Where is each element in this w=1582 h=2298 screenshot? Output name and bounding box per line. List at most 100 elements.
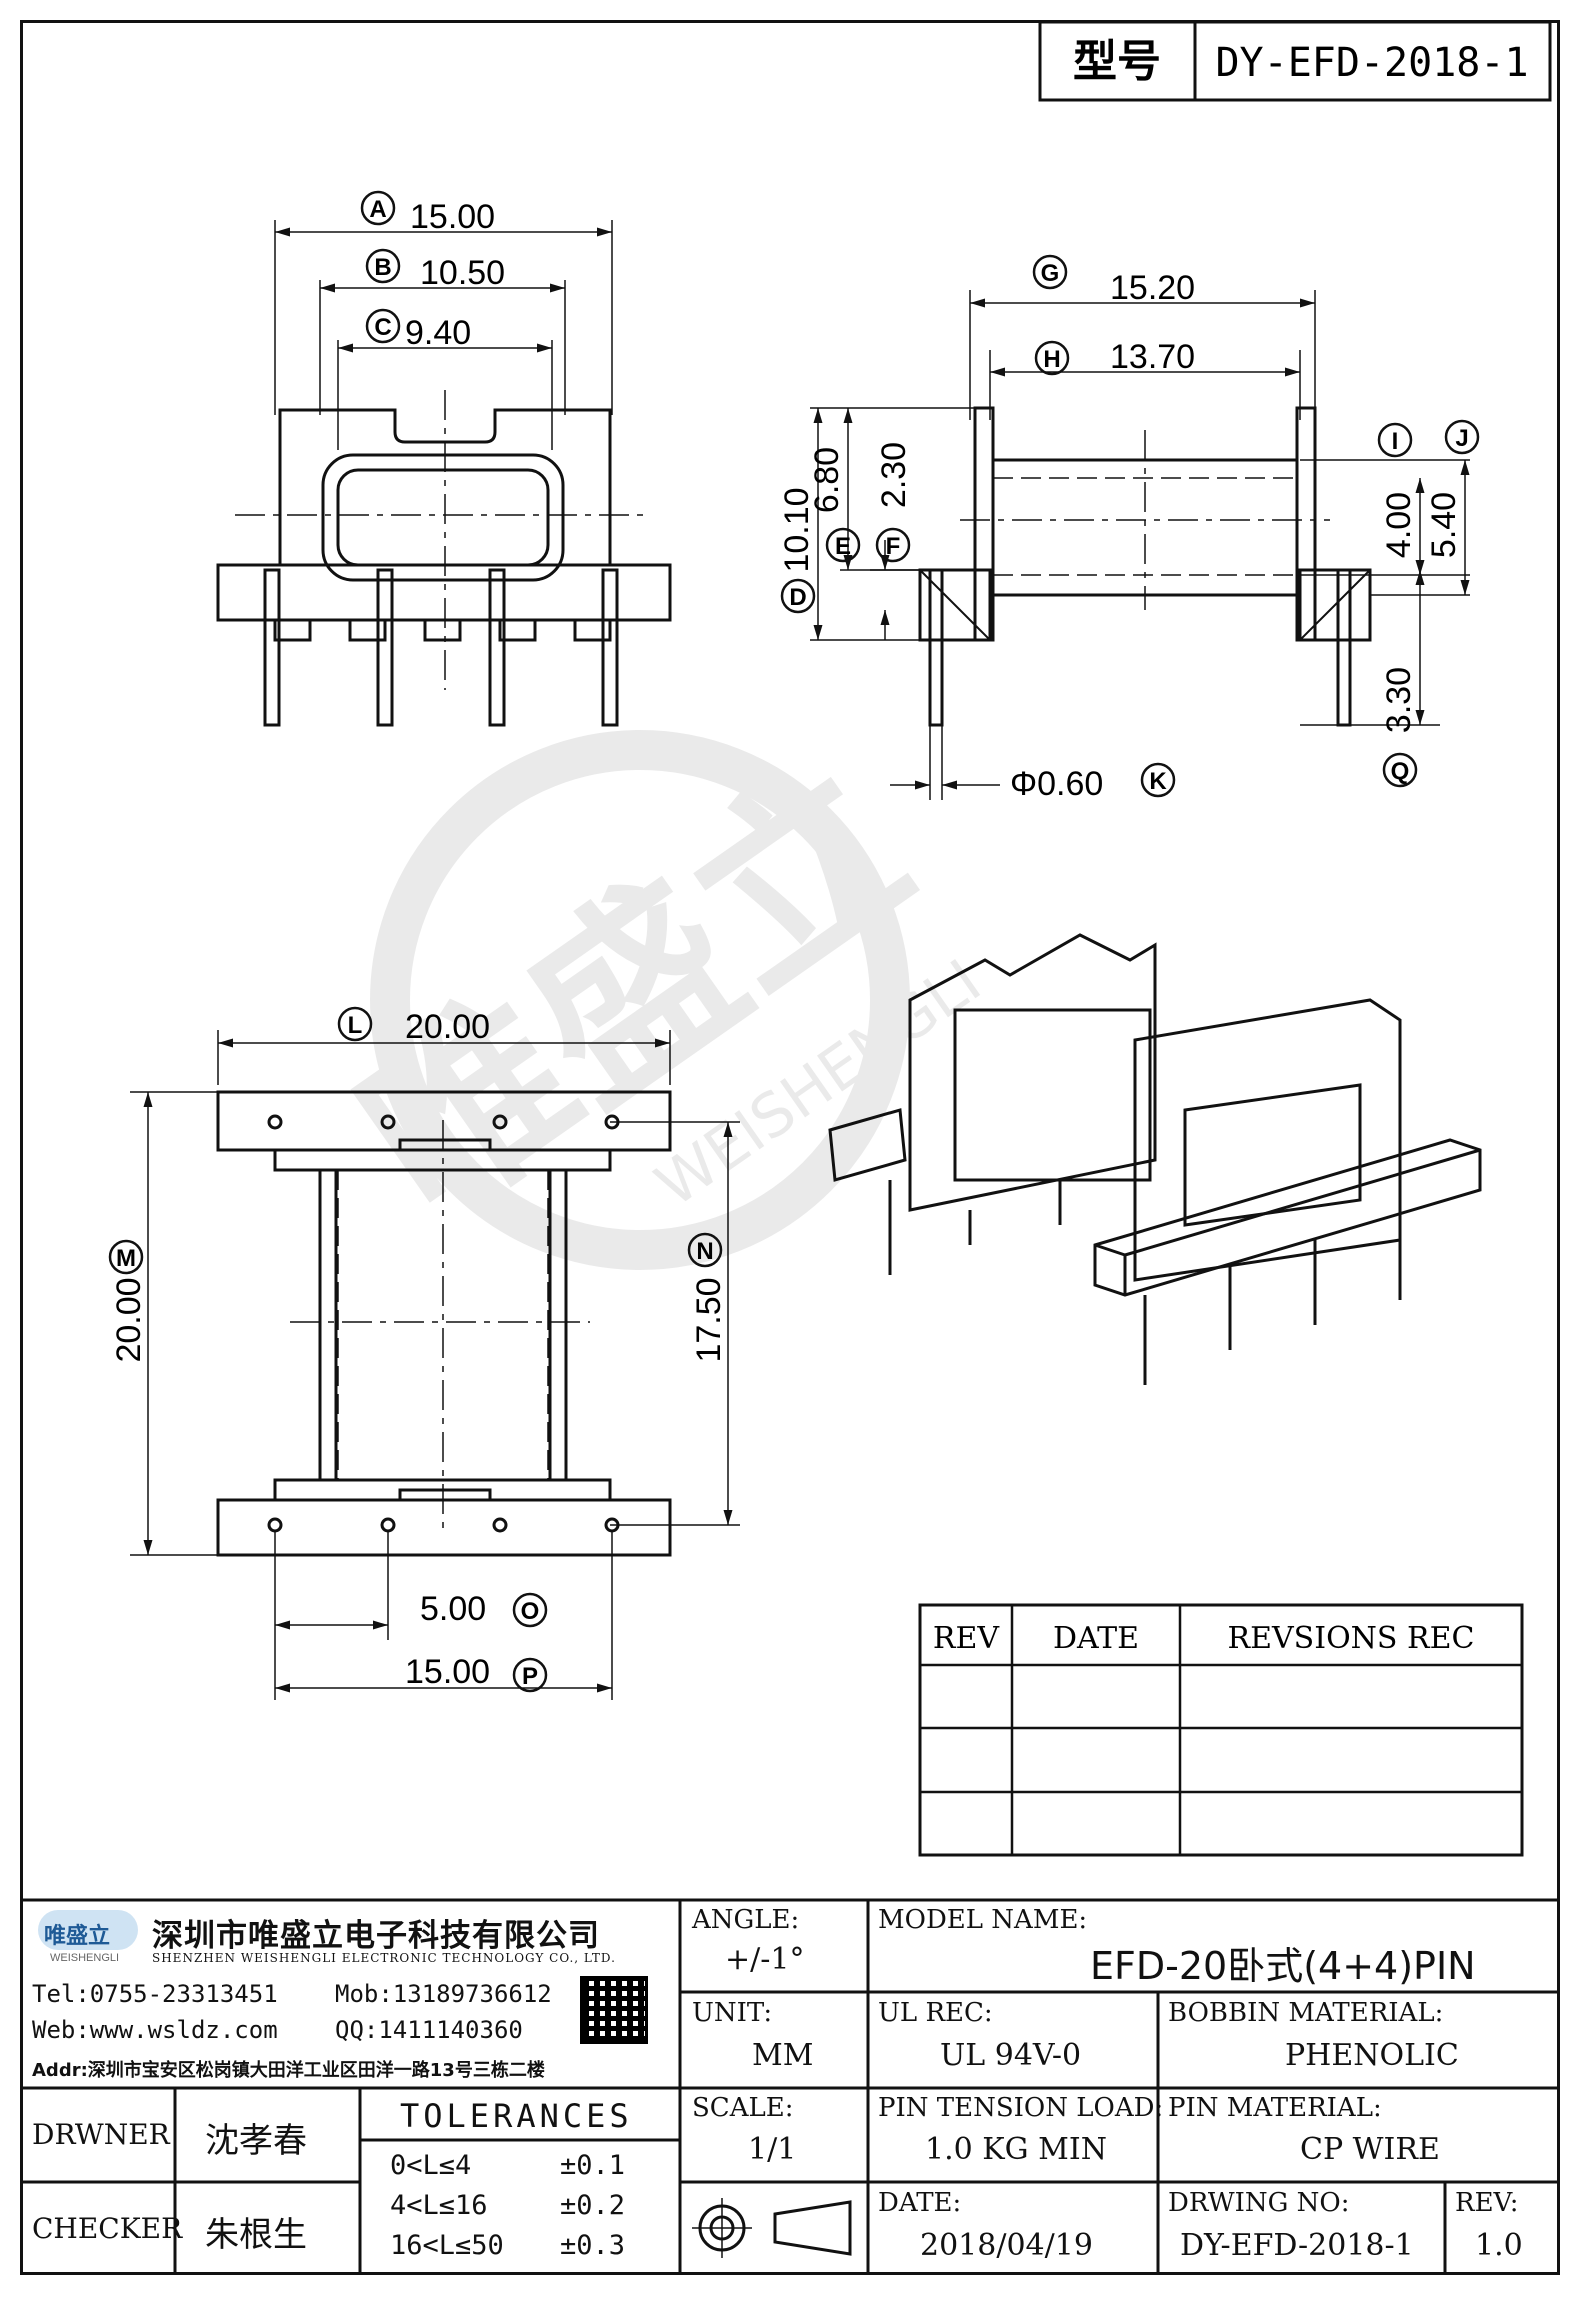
dim-e-value: 6.80 — [808, 447, 846, 513]
date-value: 2018/04/19 — [920, 2228, 1093, 2263]
logo-text: 唯盛立 — [44, 1924, 111, 1949]
marker-i: I — [1377, 422, 1413, 458]
model-label: 型号 — [1073, 36, 1161, 87]
side-view-labels: 15.20 13.70 10.10 6.80 2.30 4.00 5.40 3.… — [778, 269, 1463, 803]
dim-k-value: Φ0.60 — [1010, 765, 1103, 803]
svg-text:M: M — [116, 1245, 136, 1272]
tol-range-3: 16<L≤50 — [390, 2230, 504, 2261]
model-name-label: MODEL NAME: — [878, 1905, 1088, 1935]
marker-l: L — [337, 1006, 373, 1042]
dim-g-value: 15.20 — [1110, 269, 1195, 307]
model-box: 型号 DY-EFD-2018-1 — [1038, 20, 1552, 102]
bobbin-material-value: PHENOLIC — [1285, 2038, 1459, 2073]
tol-range-1: 0<L≤4 — [390, 2150, 472, 2181]
marker-m: M — [108, 1239, 144, 1275]
side-view — [810, 290, 1470, 800]
dim-b-value: 10.50 — [420, 254, 505, 292]
pin-tension-value: 1.0 KG MIN — [925, 2132, 1107, 2167]
front-view-labels: 15.00 10.50 9.40 — [405, 198, 505, 352]
drawing-no-value: DY-EFD-2018-1 — [1180, 2228, 1414, 2263]
dim-l-value: 20.00 — [405, 1008, 490, 1046]
marker-n: N — [687, 1232, 723, 1268]
front-view — [216, 220, 672, 727]
svg-text:唯盛立: 唯盛立 — [323, 726, 948, 1261]
drawing-frame — [20, 20, 1560, 2275]
qr-code-icon — [580, 1976, 648, 2044]
unit-value: MM — [752, 2038, 814, 2073]
rev-header-rev: REV — [933, 1621, 1000, 1656]
marker-e: E — [825, 527, 861, 563]
tol-value-3: ±0.3 — [560, 2230, 626, 2261]
drawer-label: DRWNER — [32, 2118, 170, 2151]
svg-text:Q: Q — [1391, 758, 1410, 785]
company-tel: Tel:0755-23313451 — [32, 1980, 278, 2008]
rev-header-date: DATE — [1053, 1621, 1139, 1656]
tolerances-label: TOLERANCES — [400, 2097, 633, 2135]
dim-i-value: 4.00 — [1380, 492, 1418, 558]
svg-text:F: F — [886, 533, 901, 560]
svg-text:I: I — [1392, 428, 1399, 455]
dim-d-value: 10.10 — [778, 487, 816, 572]
marker-b: B — [365, 248, 401, 284]
company-address: Addr:深圳市宝安区松岗镇大田洋工业区田洋一路13号三栋二楼 — [32, 2060, 545, 2081]
marker-q: Q — [1382, 752, 1418, 788]
svg-text:N: N — [696, 1238, 713, 1265]
company-name-cn: 深圳市唯盛立电子科技有限公司 — [152, 1918, 600, 1954]
isometric-view — [828, 933, 1482, 1385]
marker-j: J — [1444, 419, 1480, 455]
svg-text:L: L — [348, 1012, 363, 1039]
drawing-no-label: DRWING NO: — [1168, 2188, 1350, 2218]
drawer-name: 沈孝春 — [205, 2121, 307, 2161]
revision-table: REV DATE REVSIONS REC — [918, 1603, 1524, 1857]
dim-p-value: 15.00 — [405, 1653, 490, 1691]
marker-a: A — [360, 190, 396, 226]
rev-value: 1.0 — [1475, 2228, 1523, 2263]
marker-f: F — [875, 527, 911, 563]
marker-p: P — [512, 1657, 548, 1693]
company-name-en: SHENZHEN WEISHENGLI ELECTRONIC TECHNOLOG… — [152, 1951, 616, 1965]
angle-label: ANGLE: — [692, 1905, 800, 1935]
svg-text:D: D — [789, 584, 806, 611]
dim-h-value: 13.70 — [1110, 338, 1195, 376]
company-qq: QQ:1411140360 — [335, 2016, 523, 2044]
logo-sub: WEISHENGLI — [50, 1952, 120, 1964]
bottom-view — [130, 1030, 740, 1700]
unit-label: UNIT: — [692, 1998, 773, 2028]
scale-value: 1/1 — [748, 2132, 797, 2167]
rev-label: REV: — [1455, 2188, 1519, 2218]
company-web: Web:www.wsldz.com — [32, 2016, 278, 2044]
watermark: 唯盛立 WEISHENGLI — [323, 726, 994, 1270]
model-name-value: EFD-20卧式(4+4)PIN — [1090, 1944, 1476, 1988]
dim-f-value: 2.30 — [875, 442, 913, 508]
svg-text:B: B — [374, 254, 391, 281]
dim-m-value: 20.00 — [110, 1277, 148, 1362]
dim-c-value: 9.40 — [405, 314, 471, 352]
pin-tension-label: PIN TENSION LOAD: — [878, 2093, 1164, 2123]
svg-text:A: A — [369, 196, 386, 223]
model-value: DY-EFD-2018-1 — [1215, 40, 1528, 86]
date-label: DATE: — [878, 2188, 962, 2218]
ul-value: UL 94V-0 — [940, 2038, 1082, 2073]
marker-o: O — [512, 1592, 548, 1628]
svg-text:G: G — [1041, 260, 1060, 287]
marker-h: H — [1034, 340, 1070, 376]
ul-label: UL REC: — [878, 1998, 993, 2028]
marker-d: D — [780, 578, 816, 614]
scale-label: SCALE: — [692, 2093, 794, 2123]
tol-value-2: ±0.2 — [560, 2190, 626, 2221]
svg-text:H: H — [1043, 346, 1060, 373]
svg-text:J: J — [1455, 425, 1468, 452]
svg-text:K: K — [1149, 768, 1167, 795]
bottom-view-labels: 20.00 20.00 17.50 5.00 15.00 — [110, 1008, 728, 1691]
marker-k: K — [1140, 762, 1176, 798]
rev-header-rec: REVSIONS REC — [1228, 1621, 1475, 1656]
dim-n-value: 17.50 — [690, 1277, 728, 1362]
marker-c: C — [365, 308, 401, 344]
dim-j-value: 5.40 — [1425, 492, 1463, 558]
dim-q-value: 3.30 — [1380, 667, 1418, 733]
tol-value-1: ±0.1 — [560, 2150, 626, 2181]
company-mob: Mob:13189736612 — [335, 1980, 552, 2008]
svg-text:C: C — [374, 314, 391, 341]
svg-text:P: P — [522, 1663, 538, 1690]
angle-value: +/-1° — [725, 1942, 805, 1977]
